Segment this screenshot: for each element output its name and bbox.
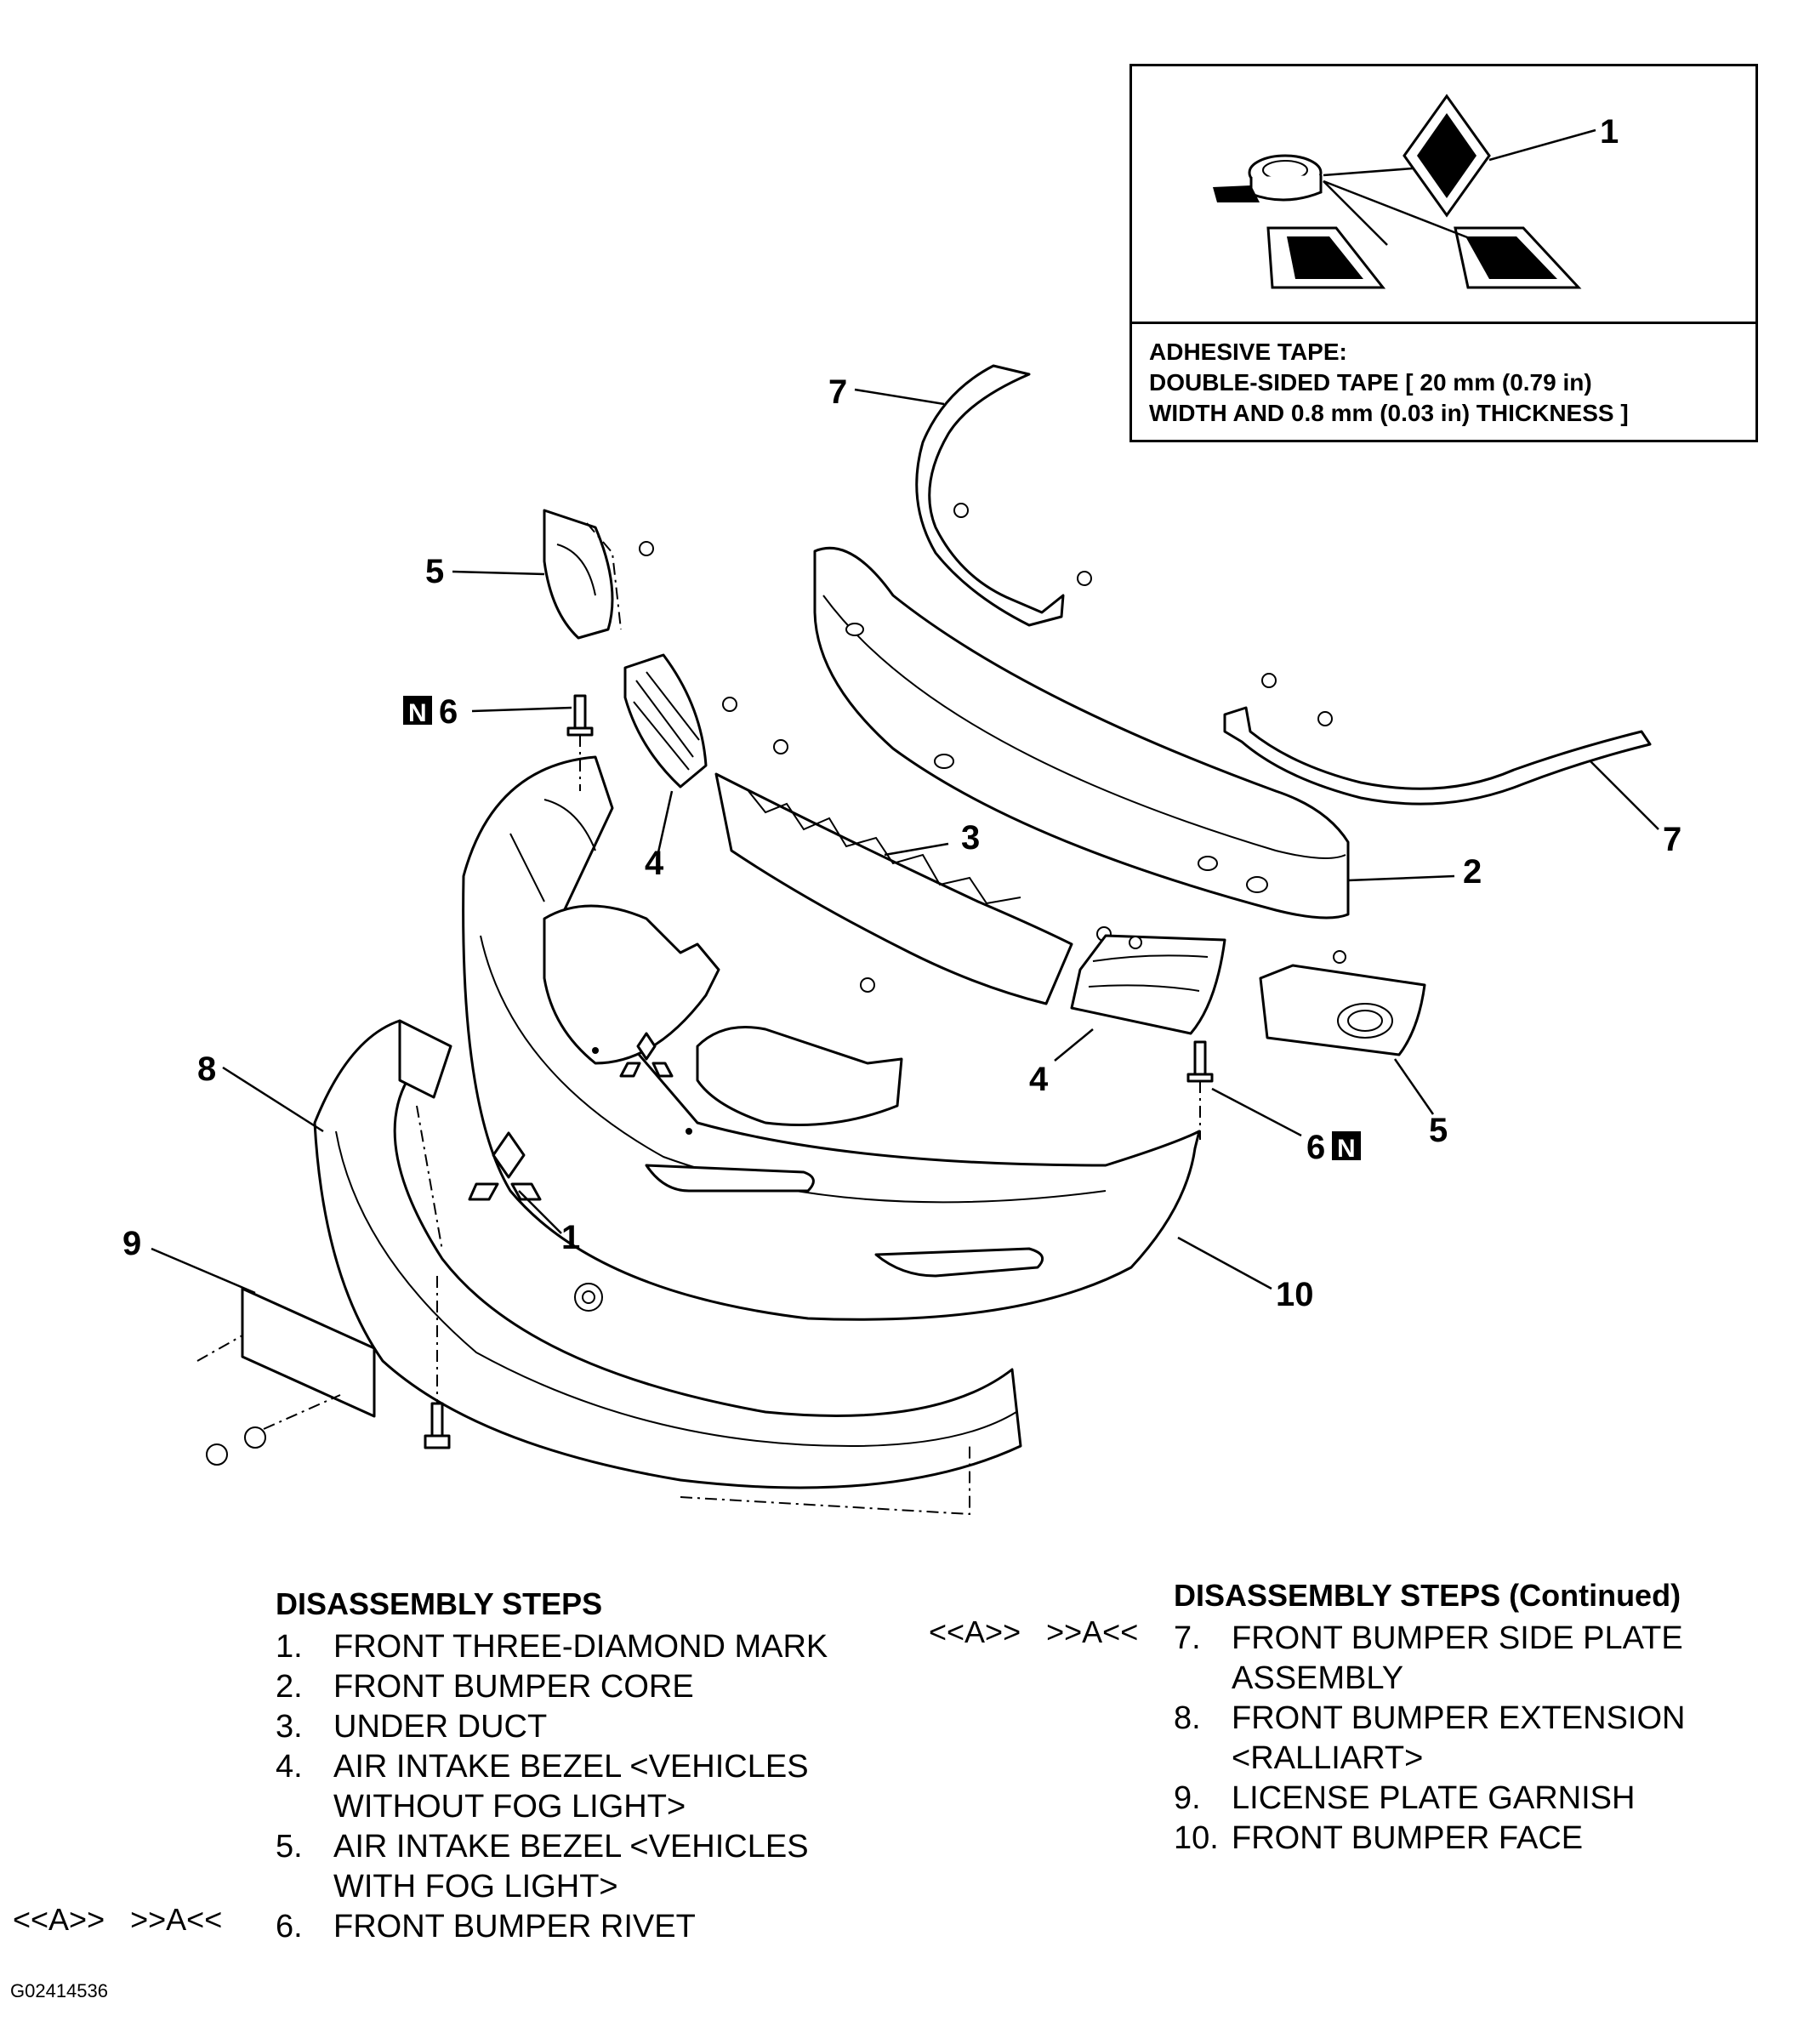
front-bumper-side-plate-right (1223, 673, 1652, 806)
air-intake-bezel-with-fog-right (1259, 950, 1426, 1056)
exploded-view-diagram: 7 5 N 6 4 3 2 7 4 5 6 N 10 8 1 9 (122, 364, 1681, 1516)
callout-5-right: 5 (1429, 1112, 1448, 1149)
callout-8: 8 (197, 1050, 216, 1088)
inset-caption-line-3: WIDTH AND 0.8 mm (0.03 in) THICKNESS ] (1149, 400, 1629, 426)
n-badge-upper-label: N (408, 699, 427, 727)
inset-three-diamond-illustration: 1 (1213, 94, 1619, 289)
callout-4-right: 4 (1029, 1061, 1049, 1098)
callout-2: 2 (1463, 853, 1482, 891)
step-item: 6. FRONT BUMPER RIVET (276, 1907, 888, 1947)
steps-continued-heading: DISASSEMBLY STEPS (Continued) (1174, 1578, 1681, 1613)
step-number: 1. (276, 1629, 303, 1665)
step-number: 9. (1174, 1780, 1201, 1816)
inset-caption-line-2: DOUBLE-SIDED TAPE [ 20 mm (0.79 in) (1149, 369, 1592, 396)
step-number: 3. (276, 1709, 303, 1745)
reference-marks-left: <<A>> >>A<< (13, 1902, 223, 1937)
step-text: AIR INTAKE BEZEL <VEHICLES WITH FOG LIGH… (333, 1829, 809, 1905)
step-text: FRONT BUMPER RIVET (333, 1909, 696, 1944)
step-text: FRONT BUMPER SIDE PLATE ASSEMBLY (1232, 1620, 1683, 1696)
under-duct (714, 739, 1112, 1005)
step-item: 10. FRONT BUMPER FACE (1174, 1819, 1769, 1859)
callout-7-upper: 7 (828, 373, 847, 411)
step-item: 9. LICENSE PLATE GARNISH (1174, 1779, 1769, 1819)
reference-marks-right: <<A>> >>A<< (929, 1614, 1139, 1649)
step-text: UNDER DUCT (333, 1709, 548, 1745)
front-bumper-core (813, 546, 1350, 920)
callout-5-upper: 5 (425, 553, 444, 590)
step-number: 8. (1174, 1700, 1201, 1736)
inset-callout-1: 1 (1600, 113, 1619, 151)
callout-6-right: 6 (1306, 1129, 1325, 1166)
callout-10: 10 (1276, 1276, 1314, 1313)
step-item: 5. AIR INTAKE BEZEL <VEHICLES WITH FOG L… (276, 1827, 888, 1907)
step-text: FRONT BUMPER CORE (333, 1669, 694, 1705)
step-text: AIR INTAKE BEZEL <VEHICLES WITHOUT FOG L… (333, 1749, 809, 1825)
air-intake-bezel-without-fog-left (623, 653, 737, 789)
front-bumper-rivet-right (1186, 1040, 1214, 1140)
step-item: 8. FRONT BUMPER EXTENSION <RALLIART> (1174, 1699, 1769, 1779)
callout-7-right: 7 (1663, 821, 1681, 858)
inset-divider (1132, 322, 1755, 324)
step-number: 6. (276, 1909, 303, 1944)
front-bumper-extension (313, 1019, 1022, 1516)
extension-clip (574, 1283, 603, 1312)
inset-caption-line-1: ADHESIVE TAPE: (1149, 339, 1347, 365)
step-item: 3. UNDER DUCT (276, 1707, 888, 1747)
step-item: 2. FRONT BUMPER CORE (276, 1667, 888, 1707)
callout-1: 1 (561, 1219, 580, 1256)
adhesive-tape-inset: 1 ADHESIVE TAPE: DOUBLE-SIDED TAPE [ 20 … (1129, 64, 1758, 442)
inset-caption: ADHESIVE TAPE: DOUBLE-SIDED TAPE [ 20 mm… (1149, 337, 1629, 429)
front-three-diamond-mark (468, 1131, 542, 1201)
step-number: 5. (276, 1829, 303, 1865)
n-badge-right (1332, 1131, 1361, 1160)
step-number: 7. (1174, 1620, 1201, 1656)
step-text: FRONT THREE-DIAMOND MARK (333, 1629, 828, 1665)
steps-heading: DISASSEMBLY STEPS (276, 1586, 603, 1621)
drawing-code: G02414536 (10, 1980, 108, 2001)
callout-3: 3 (961, 819, 980, 857)
air-intake-bezel-with-fog-upper (543, 509, 654, 640)
disassembly-steps-continued: DISASSEMBLY STEPS (Continued) 7. FRONT B… (1174, 1575, 1769, 1859)
step-text: LICENSE PLATE GARNISH (1232, 1780, 1636, 1816)
leader-lines (151, 388, 1659, 1295)
extension-bolt (424, 1276, 451, 1449)
callout-4-left: 4 (645, 845, 664, 882)
step-item: 7. FRONT BUMPER SIDE PLATE ASSEMBLY (1174, 1619, 1769, 1699)
front-bumper-face (462, 755, 1201, 1321)
step-text: FRONT BUMPER EXTENSION <RALLIART> (1232, 1700, 1686, 1776)
front-bumper-rivet-upper (566, 694, 594, 791)
front-bumper-side-plate-upper (915, 364, 1092, 627)
step-number: 2. (276, 1669, 303, 1705)
step-number: 4. (276, 1749, 303, 1785)
step-number: 10. (1174, 1820, 1219, 1856)
step-text: FRONT BUMPER FACE (1232, 1820, 1584, 1856)
n-badge-right-label: N (1337, 1135, 1356, 1163)
disassembly-steps: DISASSEMBLY STEPS 1. FRONT THREE-DIAMOND… (276, 1584, 888, 1947)
air-intake-bezel-without-fog-right (1070, 934, 1226, 1035)
callout-6-upper: 6 (439, 693, 458, 731)
step-item: 1. FRONT THREE-DIAMOND MARK (276, 1627, 888, 1667)
callout-9: 9 (122, 1225, 141, 1262)
step-item: 4. AIR INTAKE BEZEL <VEHICLES WITHOUT FO… (276, 1747, 888, 1827)
license-plate-garnish (196, 1287, 376, 1466)
n-badge-upper (403, 696, 432, 725)
